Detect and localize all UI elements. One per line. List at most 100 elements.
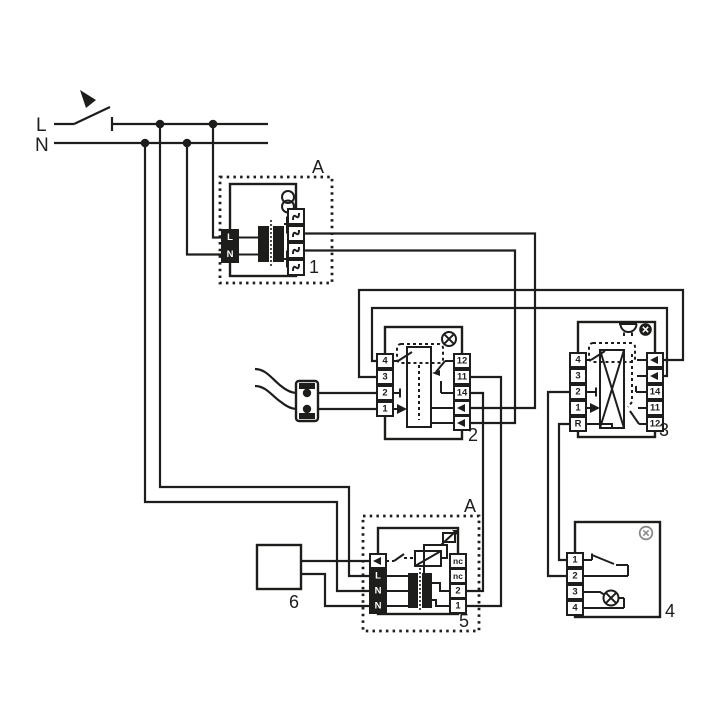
svg-text:1: 1: [575, 403, 581, 414]
svg-text:3: 3: [572, 587, 577, 598]
svg-text:L: L: [375, 571, 381, 582]
component-3-right-terminals: 14 11 12: [646, 352, 664, 432]
lamp-icon-dark: [639, 323, 652, 336]
arrow-terminal-icon: [457, 419, 465, 427]
svg-text:3: 3: [382, 372, 387, 383]
ac-terminals: [287, 208, 305, 276]
wire-phase-to-comp5: [158, 124, 370, 578]
arrow-terminal-icon: [373, 557, 381, 565]
wires: [143, 124, 685, 608]
svg-text:11: 11: [650, 403, 661, 414]
zone-a-top-label: A: [312, 157, 324, 177]
arrow-terminal-icon: [650, 372, 658, 380]
terminal-l-label: L: [227, 232, 233, 243]
svg-text:4: 4: [572, 603, 578, 614]
component-2-left-terminals: 4 3 2 1: [376, 353, 394, 417]
component-3-left-terminals: 4 3 2 1 R: [569, 352, 587, 432]
power-lines: L N: [35, 90, 268, 156]
terminal-n: [221, 246, 239, 263]
svg-text:1: 1: [572, 555, 578, 566]
component-4-bellpush: 1 2 3 4 4: [566, 520, 675, 621]
internal-block-x: [599, 349, 625, 429]
phase-label: L: [36, 115, 47, 136]
zone-a-bottom-label: A: [464, 496, 476, 516]
svg-text:2: 2: [382, 388, 387, 399]
svg-text:nc: nc: [453, 571, 463, 581]
wire-comp1-to-comp2-a: [304, 232, 537, 410]
component-1-number: 1: [309, 257, 319, 277]
svg-text:12: 12: [457, 356, 468, 367]
svg-text:11: 11: [457, 372, 468, 383]
svg-text:N: N: [375, 601, 382, 612]
input-arrow-icon: [397, 404, 407, 414]
component-4-number: 4: [665, 601, 675, 621]
internal-dashed-link: [396, 343, 444, 364]
svg-text:2: 2: [572, 571, 577, 582]
zone-a-bottom: [361, 514, 481, 633]
svg-text:14: 14: [457, 388, 468, 399]
connector-block: [294, 379, 320, 423]
lamp-icon-gray: [638, 525, 654, 541]
svg-text:1: 1: [455, 601, 461, 612]
component-1-transformer: A L N 1: [218, 157, 334, 285]
main-switch: [54, 90, 114, 131]
switch-arrow-icon: [80, 90, 96, 108]
svg-text:14: 14: [650, 387, 661, 398]
component-3-number: 3: [659, 420, 669, 440]
wire-comp2-14-to-comp5-2: [466, 391, 485, 593]
zone-a-top: [218, 175, 334, 285]
wire-neutral-to-comp1: [185, 143, 222, 256]
wire-comp2-t4-to-comp3: [370, 306, 669, 378]
wire-comp2-11-to-comp5-1: [466, 375, 503, 608]
component-5-relay-module: A L N N nc: [361, 496, 481, 633]
transformer-primary: [258, 226, 269, 262]
junction-dot: [302, 404, 312, 414]
terminal-l: [221, 229, 239, 246]
contact-arrow-icon: [432, 370, 440, 376]
junction-dot: [302, 388, 312, 398]
wire-comp3-r-to-comp4-1: [557, 422, 570, 562]
svg-text:12: 12: [650, 419, 661, 430]
svg-text:4: 4: [382, 356, 388, 367]
arrow-terminal-icon: [457, 404, 465, 412]
input-arrow-icon: [590, 403, 600, 413]
svg-text:3: 3: [575, 371, 580, 382]
svg-text:4: 4: [575, 355, 581, 366]
transformer-secondary: [273, 226, 284, 262]
switch-blade: [73, 106, 111, 125]
component-6-box: 6: [255, 543, 303, 612]
arrow-terminal-icon: [650, 356, 658, 364]
flex-lead-1: [254, 367, 298, 395]
wire-comp6-to-comp5-n: [301, 572, 370, 608]
transformer-secondary: [422, 573, 432, 608]
wire-comp1-to-comp2-b: [304, 249, 517, 425]
internal-dashed-link: [588, 342, 636, 363]
component-2-module: 4 3 2 1 12 11 14 2: [376, 325, 478, 445]
wire-phase-to-comp1: [211, 124, 222, 239]
svg-text:2: 2: [575, 387, 580, 398]
neutral-label: N: [35, 135, 49, 156]
component-5-number: 5: [459, 611, 469, 631]
component-5-right-terminals: nc nc 2 1: [449, 553, 467, 614]
wire-comp2-t3-to-comp3: [357, 288, 685, 379]
component-2-right-terminals: 12 11 14: [453, 353, 471, 431]
component-5-left-terminals: L N N: [369, 553, 387, 614]
flex-lead-2: [254, 384, 298, 411]
wire-comp3-2-to-comp4-2: [546, 390, 570, 578]
svg-text:nc: nc: [453, 556, 463, 566]
component-3-module: 4 3 2 1 R 14 11 12 3: [569, 320, 669, 440]
component-2-number: 2: [468, 425, 478, 445]
relay-icon: [440, 530, 458, 546]
component-4-left-terminals: 1 2 3 4: [566, 552, 584, 616]
svg-text:1: 1: [382, 404, 388, 415]
terminal-n-label: N: [227, 249, 234, 260]
internal-block: [406, 346, 432, 428]
svg-text:N: N: [375, 586, 382, 597]
wire-neutral-to-comp5: [143, 143, 370, 593]
buzzer-icon: [619, 323, 638, 336]
transformer-primary: [408, 573, 418, 608]
component-6-number: 6: [289, 592, 299, 612]
lamp-icon: [441, 331, 457, 347]
svg-text:2: 2: [455, 586, 460, 597]
